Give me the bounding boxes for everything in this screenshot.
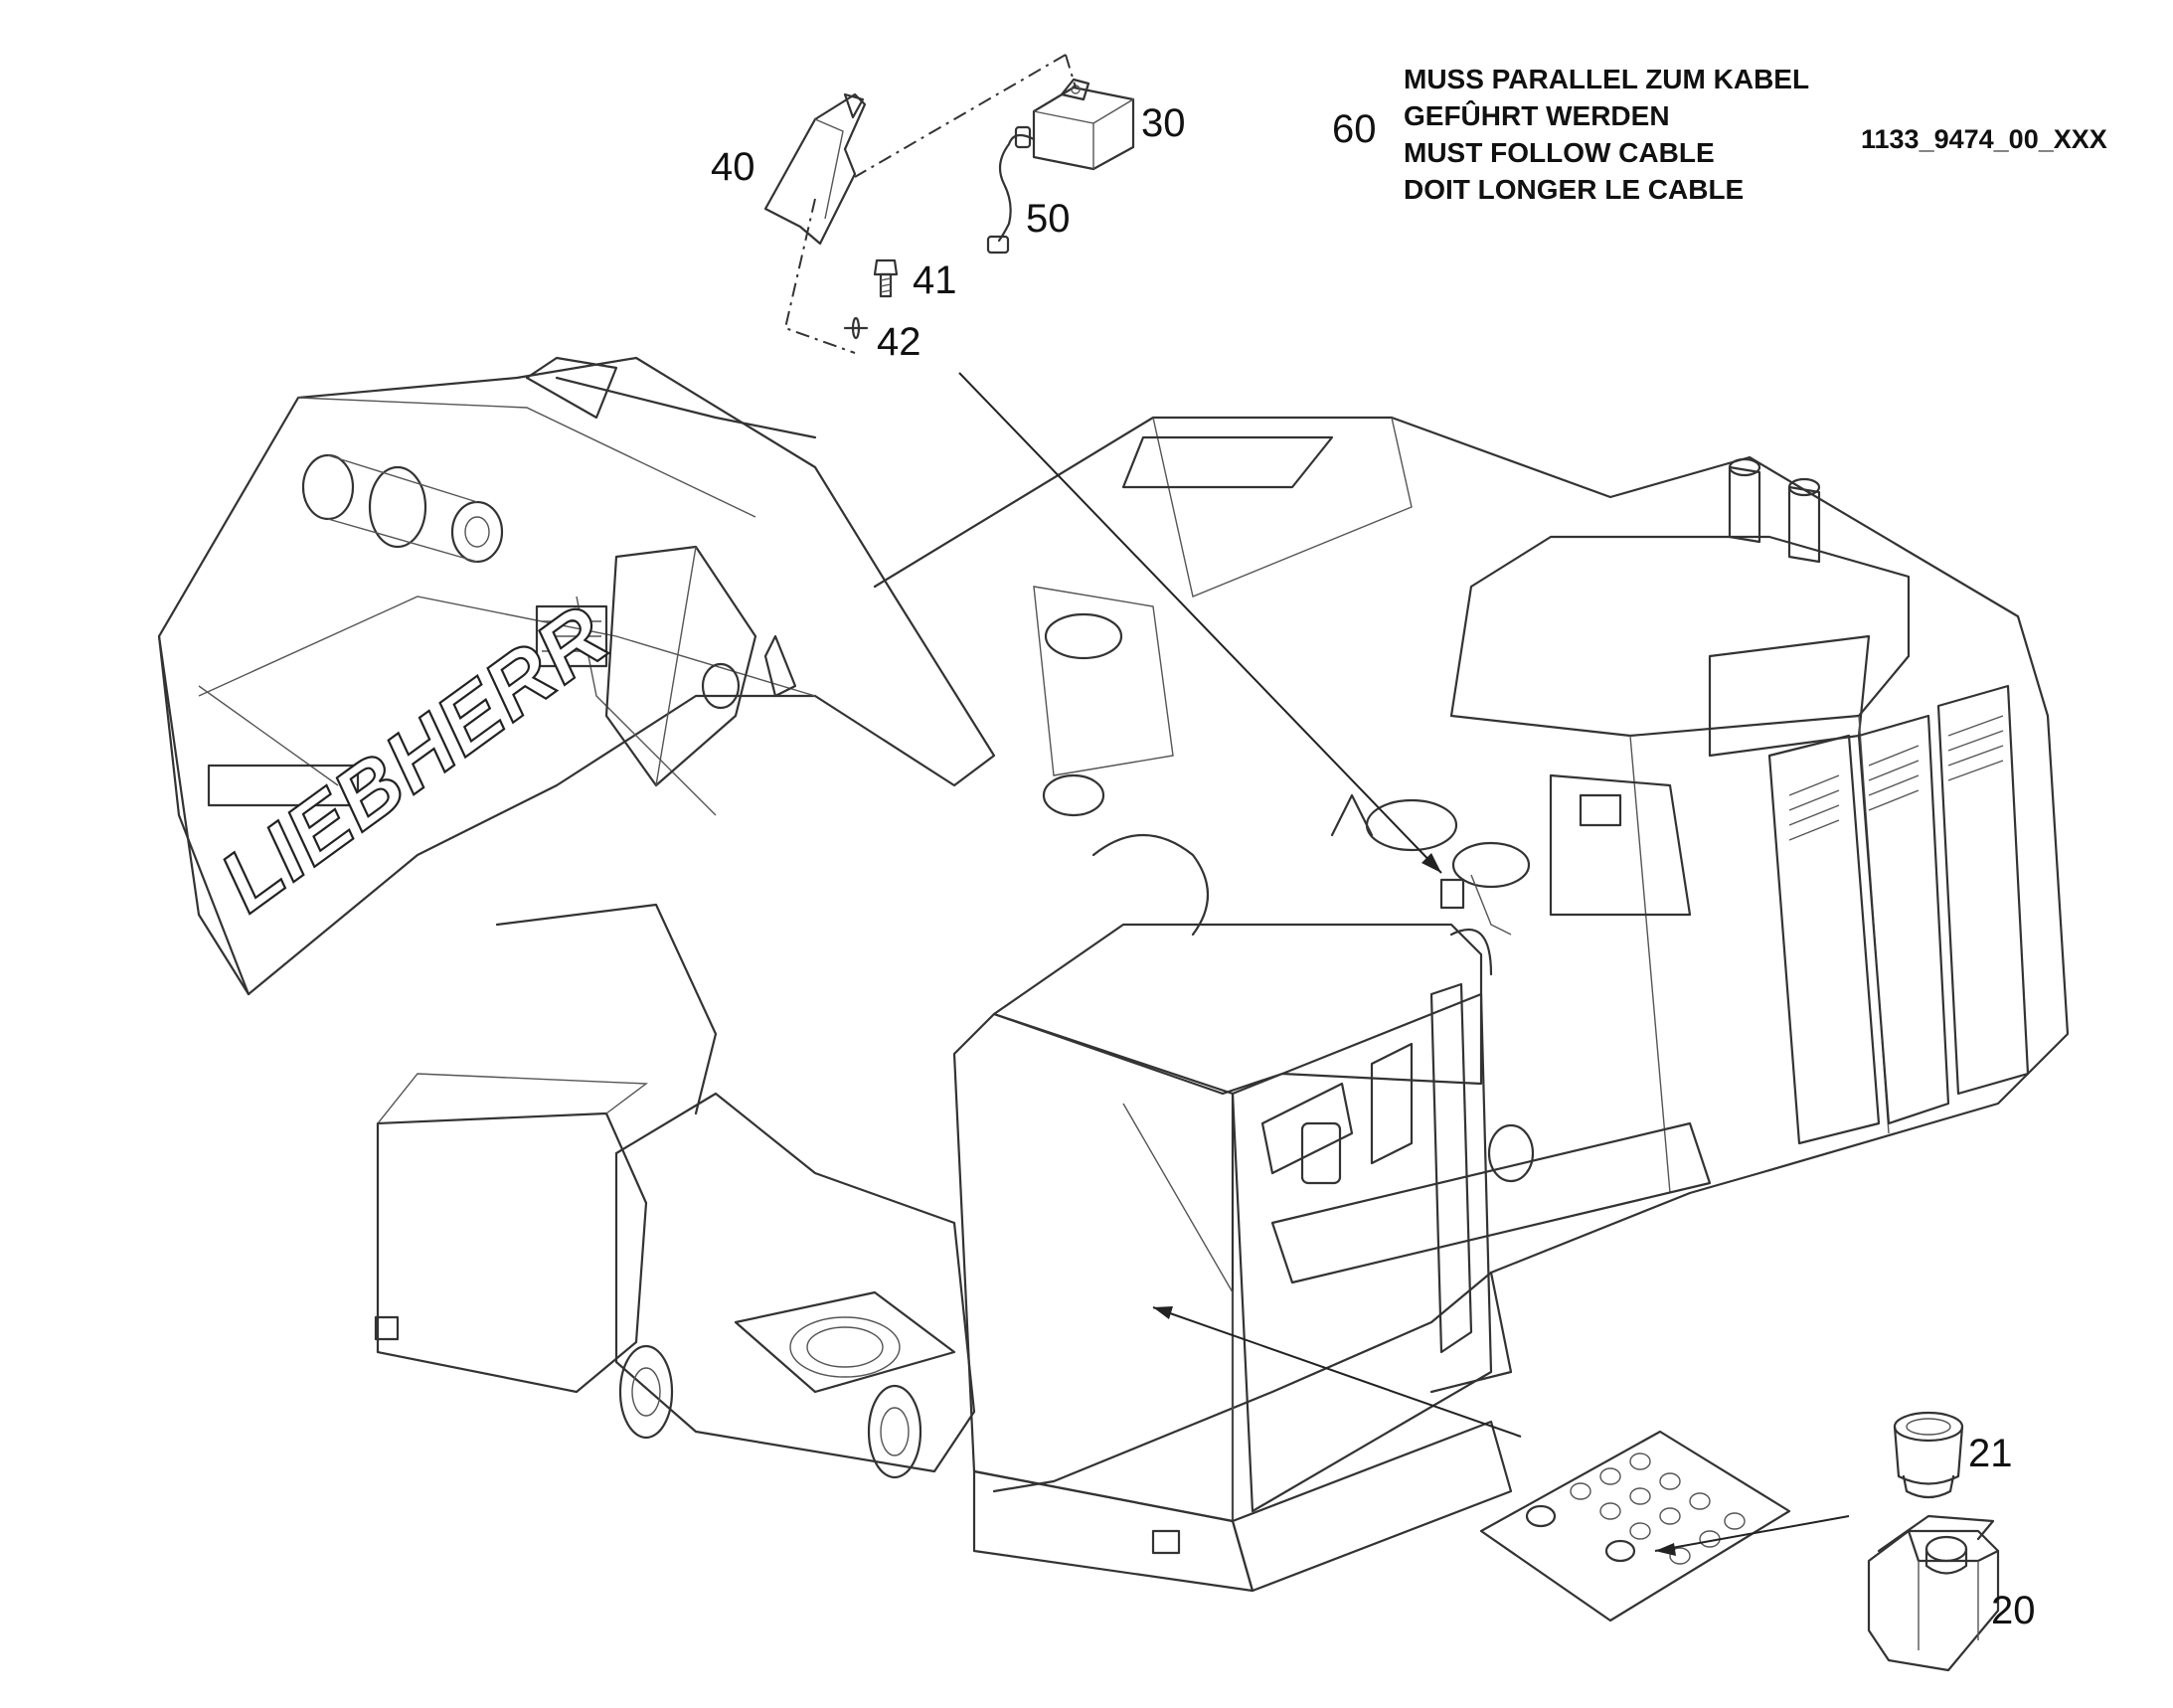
callout-30: 30: [1141, 101, 1186, 145]
part-50-cable: [986, 125, 1036, 255]
drawing-number: 1133_9474_00_XXX: [1861, 124, 2107, 154]
loader-boom-arm: [157, 356, 996, 996]
callout-41: 41: [913, 258, 957, 302]
note-line-en: MUST FOLLOW CABLE: [1404, 137, 1715, 168]
counterweight-block: [374, 903, 718, 1394]
note-line-de-1: MUSS PARALLEL ZUM KABEL: [1404, 64, 1810, 94]
svg-text:LIEBHERR: LIEBHERR: [204, 587, 626, 930]
liebherr-logo: LIEBHERR: [203, 586, 627, 932]
part-40-bracket: [763, 92, 867, 246]
chassis-frame: [614, 1092, 976, 1479]
operator-cab: [952, 874, 1513, 1593]
part-20-switch: [1867, 1514, 2000, 1672]
engine-housing: [873, 416, 2070, 1493]
callout-21: 21: [1968, 1432, 2013, 1475]
assembly-centerlines: [783, 54, 1077, 354]
leader-arrows: [958, 372, 1850, 1556]
callout-42: 42: [877, 320, 921, 364]
part-30-relay-box: [1032, 78, 1135, 171]
callout-20: 20: [1991, 1589, 2036, 1632]
note-text: MUSS PARALLEL ZUM KABEL GEFÛHRT WERDEN M…: [1404, 61, 1809, 208]
callout-50: 50: [1026, 197, 1071, 241]
switch-panel-plate: [1479, 1430, 1791, 1623]
part-41-screw: [873, 258, 899, 298]
callout-40: 40: [711, 145, 755, 189]
part-42-washer: [843, 316, 869, 340]
note-line-fr: DOIT LONGER LE CABLE: [1404, 174, 1745, 205]
note-item-number: 60: [1332, 107, 1377, 151]
part-21-button-cap: [1893, 1411, 1964, 1499]
note-line-de-2: GEFÛHRT WERDEN: [1404, 100, 1670, 131]
